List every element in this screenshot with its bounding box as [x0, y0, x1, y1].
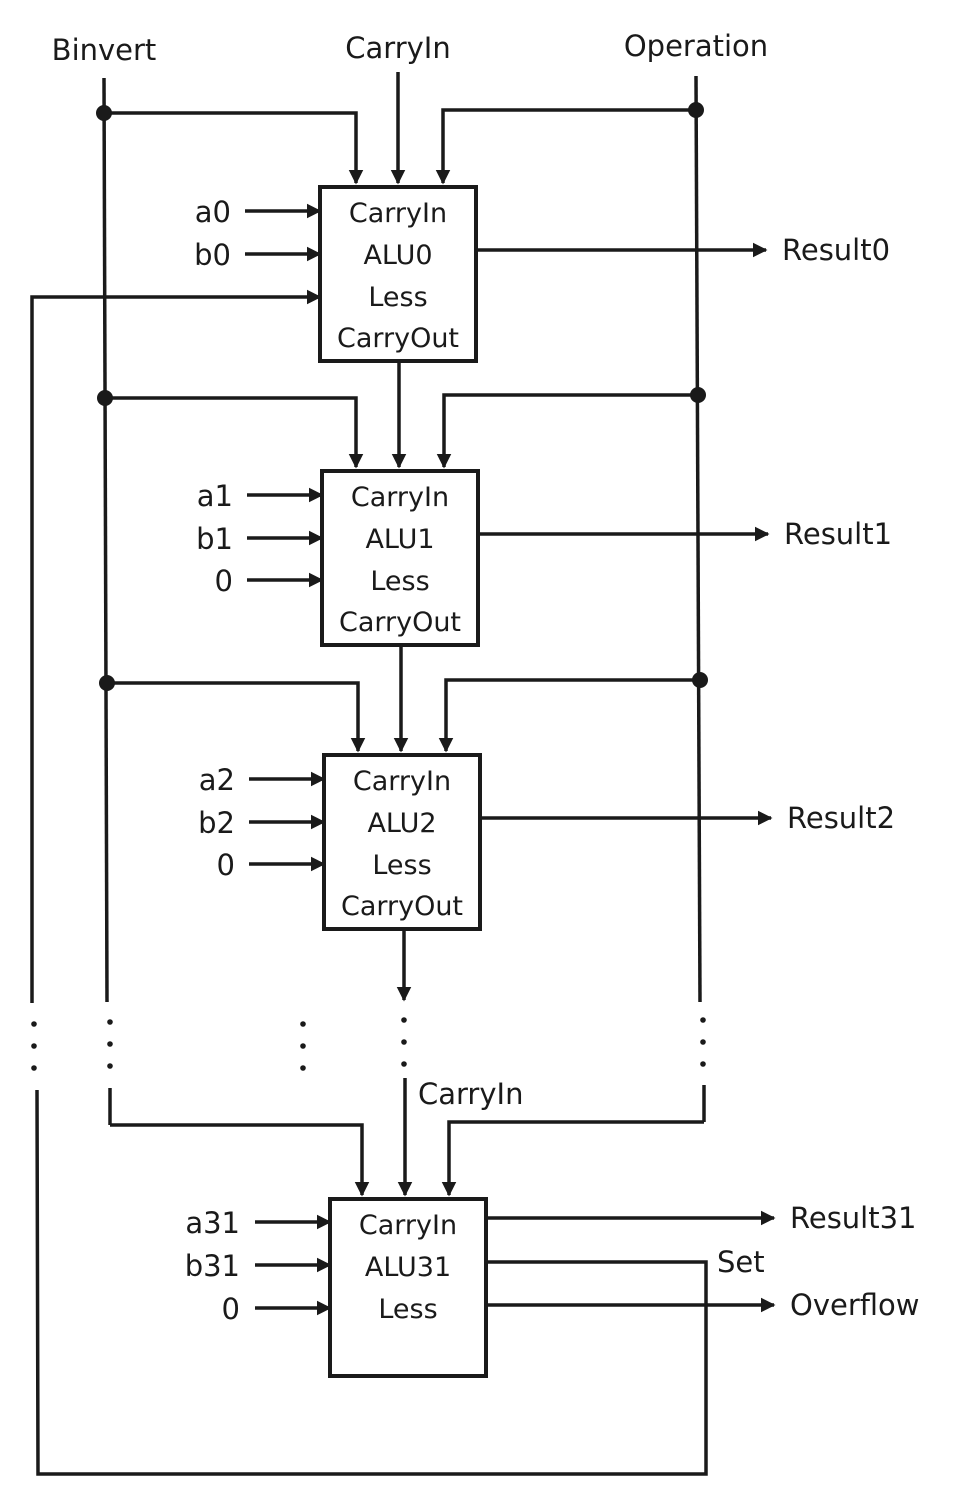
alu31-less-input: 0: [222, 1292, 240, 1326]
alu2-carryin-label: CarryIn: [353, 766, 451, 797]
alu2-carryout-label: CarryOut: [341, 891, 463, 922]
alu31-box: [328, 1197, 488, 1378]
ellipsis-binvert: [107, 1019, 113, 1069]
alu1-less-label: Less: [370, 566, 429, 597]
alu2-result: Result2: [787, 801, 895, 835]
alu2-input-b: b2: [198, 806, 235, 840]
alu0-name: ALU0: [363, 240, 432, 271]
alu1-block: CarryIn ALU1 Less CarryOut a1 b1 0 Resul…: [196, 469, 892, 647]
alu1-carryout-label: CarryOut: [339, 607, 461, 638]
alu0-carryout-label: CarryOut: [337, 323, 459, 354]
alu1-box: [320, 469, 480, 647]
alu1-name: ALU1: [365, 524, 434, 555]
ellipsis-carry: [401, 1017, 407, 1067]
alu0-result: Result0: [782, 233, 890, 267]
carryin-label: CarryIn: [345, 31, 450, 65]
alu0-block: CarryIn ALU0 Less CarryOut a0 b0 Result0: [194, 185, 890, 363]
ellipsis-operation: [700, 1017, 706, 1067]
alu2-input-a: a2: [199, 763, 235, 797]
alu31-result: Result31: [790, 1201, 917, 1235]
alu1-input-a: a1: [197, 479, 233, 513]
set-to-less-feedback: [30, 289, 708, 1476]
ellipsis-inputs: [300, 1021, 306, 1071]
alu1-less-input: 0: [215, 564, 233, 598]
binvert-label: Binvert: [52, 33, 157, 67]
overflow-label: Overflow: [790, 1288, 919, 1322]
ellipsis-dots: [31, 1017, 706, 1071]
binvert-bus: [96, 77, 370, 1197]
carryin-label-alu31: CarryIn: [418, 1077, 523, 1111]
alu0-box: [318, 185, 478, 363]
operation-bus: [435, 75, 708, 1197]
alu0-input-b: b0: [194, 238, 231, 272]
alu0-less-label: Less: [368, 282, 427, 313]
ellipsis-less-feedback: [31, 1021, 37, 1071]
alu2-box: [322, 753, 482, 931]
alu0-carryin-label: CarryIn: [349, 198, 447, 229]
alu31-block: CarryIn ALU31 Less a31 b31 0 Result31 Ov…: [185, 1197, 919, 1378]
alu2-less-label: Less: [372, 850, 431, 881]
alu1-carryin-label: CarryIn: [351, 482, 449, 513]
alu31-input-b: b31: [185, 1249, 240, 1283]
carry-chain: [390, 72, 413, 1197]
alu0-input-a: a0: [195, 195, 231, 229]
alu2-less-input: 0: [217, 848, 235, 882]
operation-label: Operation: [624, 29, 768, 63]
alu31-name: ALU31: [365, 1252, 451, 1283]
alu1-result: Result1: [784, 517, 892, 551]
alu1-input-b: b1: [196, 522, 233, 556]
alu2-block: CarryIn ALU2 Less CarryOut a2 b2 0 Resul…: [198, 753, 895, 931]
alu31-carryin-label: CarryIn: [359, 1210, 457, 1241]
alu31-less-label: Less: [378, 1294, 437, 1325]
alu2-name: ALU2: [367, 808, 436, 839]
alu31-input-a: a31: [185, 1206, 240, 1240]
set-label: Set: [717, 1245, 765, 1279]
